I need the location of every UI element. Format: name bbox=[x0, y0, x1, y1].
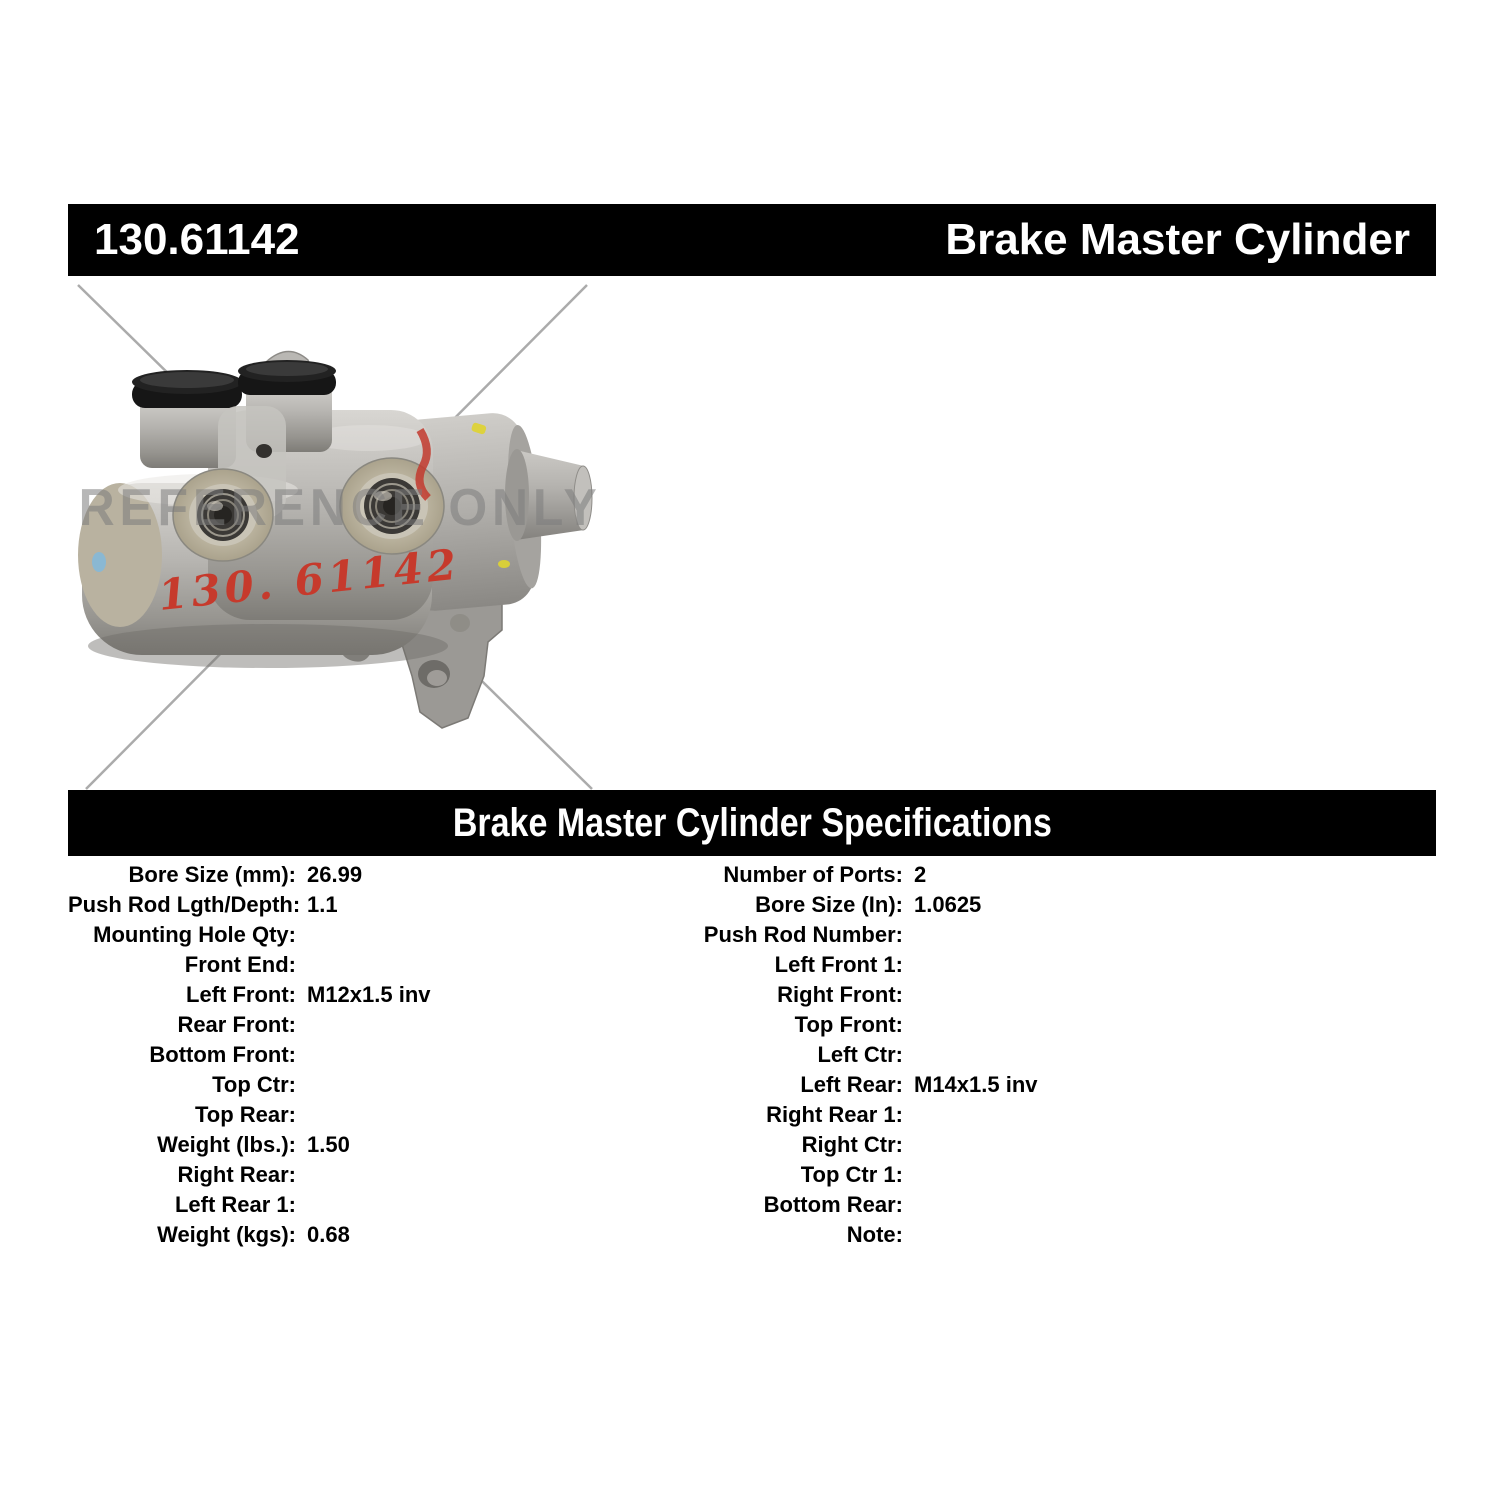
spec-label: Bottom Front: bbox=[149, 1042, 296, 1067]
spec-value: 26.99 bbox=[307, 862, 363, 887]
spec-row: Rear Front: bbox=[68, 1010, 688, 1040]
spec-row: Bottom Front: bbox=[68, 1040, 688, 1070]
spec-label: Top Ctr 1: bbox=[800, 1162, 903, 1187]
spec-label: Right Rear: bbox=[177, 1162, 296, 1187]
spec-row: Right Front: bbox=[688, 980, 1436, 1010]
spec-value: M12x1.5 inv bbox=[307, 982, 431, 1007]
spec-label: Left Ctr: bbox=[817, 1042, 903, 1067]
product-photo: 130. 61142 REFERENCE ONLY bbox=[68, 278, 598, 790]
part-number: 130.61142 bbox=[94, 215, 300, 264]
spec-row: Number of Ports: 2 bbox=[688, 860, 1436, 890]
spec-label: Bore Size (In): bbox=[755, 892, 903, 917]
spec-value: M14x1.5 inv bbox=[914, 1072, 1038, 1097]
spec-row: Top Rear: bbox=[68, 1100, 688, 1130]
watermark: REFERENCE ONLY bbox=[78, 479, 602, 537]
spec-row: Weight (lbs.): 1.50 bbox=[68, 1130, 688, 1160]
spec-label: Left Front 1: bbox=[774, 952, 903, 977]
spec-value bbox=[903, 1130, 914, 1160]
spec-value: 1.50 bbox=[307, 1132, 350, 1157]
spec-row: Bore Size (mm): 26.99 bbox=[68, 860, 688, 890]
output-snout bbox=[505, 449, 593, 541]
specs-title: Brake Master Cylinder Specifications bbox=[452, 800, 1052, 845]
spec-label: Top Ctr: bbox=[212, 1072, 296, 1097]
spec-label: Bottom Rear: bbox=[763, 1192, 903, 1217]
spec-value bbox=[903, 1190, 914, 1220]
spec-row: Weight (kgs): 0.68 bbox=[68, 1220, 688, 1250]
inspection-marks bbox=[92, 422, 510, 572]
spec-value: 1.1 bbox=[307, 892, 338, 917]
spec-row: Top Ctr 1: bbox=[688, 1160, 1436, 1190]
spec-label: Right Front: bbox=[777, 982, 903, 1007]
spec-row: Push Rod Number: bbox=[688, 920, 1436, 950]
spec-row: Left Front 1: bbox=[688, 950, 1436, 980]
spec-row: Bottom Rear: bbox=[688, 1190, 1436, 1220]
spec-row: Left Ctr: bbox=[688, 1040, 1436, 1070]
spec-value bbox=[296, 1100, 307, 1130]
spec-label: Note: bbox=[846, 1222, 903, 1247]
product-title: Brake Master Cylinder bbox=[945, 215, 1410, 264]
spec-value bbox=[903, 1100, 914, 1130]
spec-label: Push Rod Number: bbox=[703, 922, 903, 947]
spec-row: Right Ctr: bbox=[688, 1130, 1436, 1160]
spec-label: Left Rear: bbox=[800, 1072, 903, 1097]
spec-row: Left Rear: M14x1.5 inv bbox=[688, 1070, 1436, 1100]
spec-value: 0.68 bbox=[307, 1222, 350, 1247]
spec-value bbox=[903, 1220, 914, 1250]
spec-value bbox=[296, 950, 307, 980]
casting-hole bbox=[256, 444, 272, 458]
threaded-port-left bbox=[172, 468, 274, 562]
spec-value bbox=[903, 1040, 914, 1070]
spec-row: Push Rod Lgth/Depth:1.1 bbox=[68, 890, 688, 920]
spec-label: Right Rear 1: bbox=[766, 1102, 903, 1127]
spec-value bbox=[903, 1010, 914, 1040]
spec-row: Right Rear 1: bbox=[688, 1100, 1436, 1130]
spec-label: Weight (lbs.): bbox=[157, 1132, 296, 1157]
spec-value bbox=[296, 1010, 307, 1040]
spec-label: Top Front: bbox=[794, 1012, 903, 1037]
spec-row: Left Front: M12x1.5 inv bbox=[68, 980, 688, 1010]
spec-value bbox=[903, 980, 914, 1010]
spec-label: Front End: bbox=[184, 952, 296, 977]
blue-dot-mark bbox=[92, 552, 106, 572]
spec-value bbox=[296, 1160, 307, 1190]
specs-banner: Brake Master Cylinder Specifications bbox=[68, 790, 1436, 856]
spec-row: Mounting Hole Qty: bbox=[68, 920, 688, 950]
spec-label: Left Front: bbox=[186, 982, 296, 1007]
spec-value bbox=[296, 1040, 307, 1070]
spec-value bbox=[903, 1160, 914, 1190]
spec-value bbox=[903, 920, 914, 950]
spec-row: Bore Size (In): 1.0625 bbox=[688, 890, 1436, 920]
spec-label: Bore Size (mm): bbox=[128, 862, 296, 887]
spec-value bbox=[296, 1070, 307, 1100]
spec-value bbox=[903, 950, 914, 980]
spec-label: Top Rear: bbox=[194, 1102, 296, 1127]
spec-label: Left Rear 1: bbox=[174, 1192, 296, 1217]
spec-row: Top Front: bbox=[688, 1010, 1436, 1040]
spec-label: Number of Ports: bbox=[723, 862, 903, 887]
spec-row: Right Rear: bbox=[68, 1160, 688, 1190]
spec-value: 2 bbox=[914, 862, 927, 887]
spec-label: Right Ctr: bbox=[801, 1132, 903, 1157]
spec-value bbox=[296, 1190, 307, 1220]
spec-label: Mounting Hole Qty: bbox=[93, 922, 296, 947]
brake-master-cylinder-illustration: 130. 61142 bbox=[77, 284, 593, 790]
spec-row: Top Ctr: bbox=[68, 1070, 688, 1100]
header-banner: 130.61142 Brake Master Cylinder bbox=[68, 204, 1436, 276]
spec-label: Rear Front: bbox=[177, 1012, 296, 1037]
spec-row: Note: bbox=[688, 1220, 1436, 1250]
spec-row: Front End: bbox=[68, 950, 688, 980]
spec-value: 1.0625 bbox=[914, 892, 982, 917]
spec-row: Left Rear 1: bbox=[68, 1190, 688, 1220]
spec-label: Weight (kgs): bbox=[157, 1222, 296, 1247]
spec-value bbox=[296, 920, 307, 950]
spec-label: Push Rod Lgth/Depth: bbox=[68, 892, 301, 917]
